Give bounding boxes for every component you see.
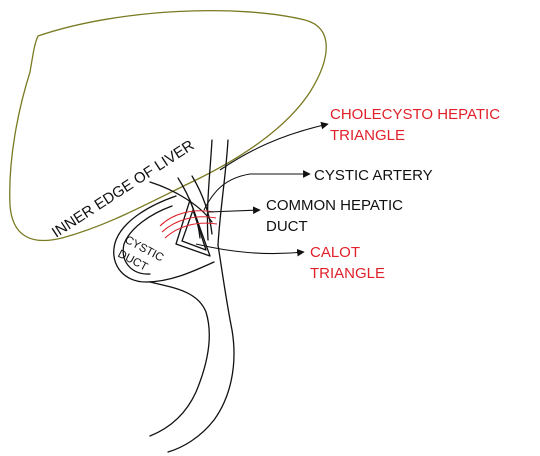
- common-bile-duct-left: [150, 282, 209, 436]
- cholecysto-hepatic-label-line2: TRIANGLE: [330, 127, 405, 144]
- common-hepatic-label-line1: COMMON HEPATIC: [266, 197, 403, 214]
- common-hepatic-label-line2: DUCT: [266, 218, 308, 235]
- liver-edge-label: INNER EDGE OF LIVER: [49, 137, 198, 242]
- leader-common-hepatic: [208, 210, 260, 212]
- leader-calot: [196, 244, 304, 254]
- calot-label-line1: CALOT: [310, 244, 360, 261]
- cholecysto-hepatic-label-line1: CHOLECYSTO HEPATIC: [330, 106, 500, 123]
- left-hepatic-duct-inner: [218, 140, 228, 245]
- calot-triangle-inner: [182, 210, 206, 250]
- calot-label-line2: TRIANGLE: [310, 265, 385, 282]
- cystic-artery-label: CYSTIC ARTERY: [314, 167, 433, 184]
- triangle-mark-arc-3: [165, 223, 217, 238]
